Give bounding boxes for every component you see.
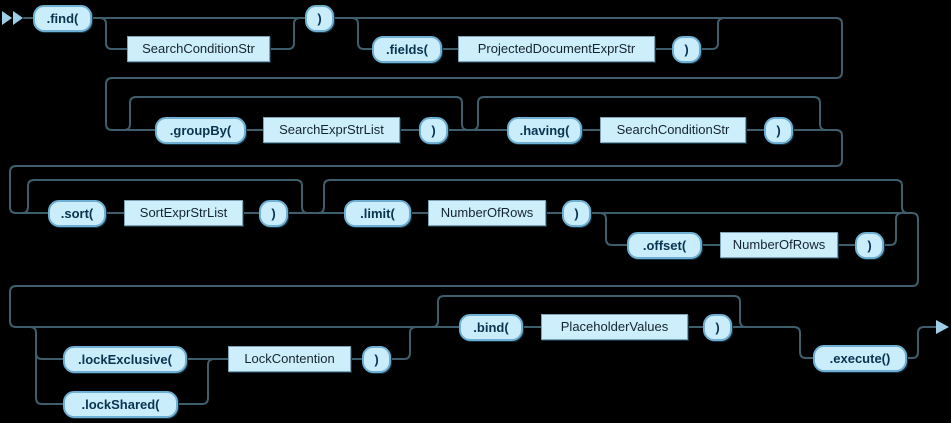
- close-paren-terminal: ): [419, 117, 448, 144]
- placeholder-values-nonterminal: PlaceholderValues: [541, 314, 688, 340]
- close-paren-terminal: ): [764, 117, 793, 144]
- start-arrow-icon: [2, 11, 23, 25]
- having-terminal: .having(: [507, 117, 582, 144]
- find-terminal: .find(: [33, 5, 92, 32]
- search-condition-str-nonterminal: SearchConditionStr: [600, 117, 746, 143]
- close-paren-terminal: ): [305, 5, 334, 32]
- close-paren-terminal: ): [703, 314, 732, 341]
- search-expr-str-list-nonterminal: SearchExprStrList: [263, 117, 400, 143]
- offset-terminal: .offset(: [627, 232, 702, 259]
- lock-exclusive-terminal: .lockExclusive(: [63, 346, 187, 373]
- fields-terminal: .fields(: [372, 36, 442, 63]
- bind-terminal: .bind(: [459, 314, 523, 341]
- limit-terminal: .limit(: [344, 200, 411, 227]
- number-of-rows-nonterminal: NumberOfRows: [720, 232, 838, 258]
- close-paren-terminal: ): [259, 200, 288, 227]
- close-paren-terminal: ): [362, 346, 391, 373]
- search-condition-str-nonterminal: SearchConditionStr: [127, 36, 270, 62]
- close-paren-terminal: ): [672, 36, 701, 63]
- close-paren-terminal: ): [562, 200, 591, 227]
- number-of-rows-nonterminal: NumberOfRows: [428, 200, 546, 226]
- sort-expr-str-list-nonterminal: SortExprStrList: [124, 200, 243, 226]
- close-paren-terminal: ): [855, 232, 884, 259]
- end-arrow-icon: [936, 320, 949, 334]
- sort-terminal: .sort(: [48, 200, 106, 227]
- lock-contention-nonterminal: LockContention: [228, 346, 351, 372]
- group-by-terminal: .groupBy(: [155, 117, 246, 144]
- railroad-track: [9, 17, 937, 405]
- lock-shared-terminal: .lockShared(: [63, 391, 178, 418]
- execute-terminal: .execute(): [813, 345, 907, 372]
- projected-document-expr-str-nonterminal: ProjectedDocumentExprStr: [458, 36, 655, 62]
